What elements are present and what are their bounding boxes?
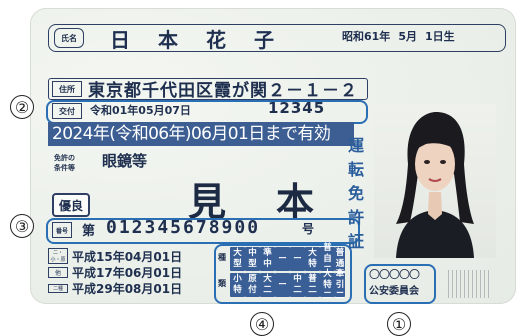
category-cell: ー: [290, 247, 305, 271]
category-cell: 大二: [260, 273, 275, 297]
category-cell: 大特: [305, 247, 320, 271]
side-title-char: 許: [347, 208, 364, 227]
history-row: 他 平成17年06月01日: [48, 264, 182, 280]
category-cell: 中二: [290, 273, 305, 297]
license-number-label: 番号: [52, 222, 72, 238]
expiry-band: 2024年(令和06年)06月01日まで有効: [48, 122, 354, 146]
category-cell: 大特二: [320, 269, 335, 301]
conditions-label-line1: 免許の: [54, 154, 75, 162]
side-title-char: 運: [347, 136, 364, 155]
license-number-suffix: 号: [302, 222, 315, 236]
name-row: [48, 24, 506, 52]
callout-2: ②: [10, 95, 34, 119]
category-cell: 準中: [260, 247, 275, 271]
address-value: 東京都千代田区霞が関２－１－２: [88, 81, 358, 101]
history-list: 二・小・原 平成15年04月01日 他 平成17年06月01日 二種 平成29年…: [48, 248, 182, 296]
category-label-top: 種: [218, 253, 226, 262]
history-row: 二種 平成29年08月01日: [48, 280, 182, 296]
address-row: [48, 78, 368, 100]
sample-text: 見 本: [188, 179, 321, 224]
category-cell: 原付: [245, 273, 260, 297]
name-value: 日 本 花 子: [110, 28, 278, 52]
history-label: 二種: [48, 283, 68, 293]
issue-date: 令和01年05月07日: [90, 104, 191, 117]
history-date: 平成17年06月01日: [72, 265, 183, 280]
history-label: 二・小・原: [48, 248, 68, 264]
license-card: 氏名 日 本 花 子 昭和61年 5月 1日生 住所 東京都千代田区霞が関２－１…: [30, 8, 516, 304]
seal-highlight: [364, 264, 436, 304]
category-cell: 普自二: [320, 243, 335, 275]
category-highlight: [214, 244, 352, 304]
side-title-char: 転: [347, 160, 364, 179]
category-cell: ー: [275, 247, 290, 271]
history-row: 二・小・原 平成15年04月01日: [48, 248, 182, 264]
birth-date: 昭和61年 5月 1日生: [342, 28, 455, 44]
history-label: 他: [48, 266, 68, 278]
history-date: 平成29年08月01日: [72, 281, 183, 296]
holder-photo: [374, 104, 496, 258]
category-label-bottom: 類: [218, 279, 226, 288]
birth-day: 1日生: [424, 30, 455, 43]
issue-number: 12345: [268, 99, 326, 117]
category-cell: 普通: [335, 247, 345, 271]
callout-3: ③: [10, 214, 34, 238]
callout-4: ④: [250, 312, 274, 336]
birth-era-year: 昭和61年: [342, 30, 391, 43]
category-cell: ー: [275, 273, 290, 297]
security-pattern: [448, 270, 492, 298]
name-label: 氏名: [54, 28, 84, 48]
portrait-icon: [396, 112, 474, 258]
expiry-value: 2024年(令和06年)06月01日まで有効: [52, 124, 331, 144]
callout-1: ①: [387, 312, 411, 336]
issue-label: 交付: [52, 103, 82, 119]
conditions-label-line2: 条件等: [54, 164, 75, 172]
category-cell: 小特: [230, 273, 245, 297]
license-number-highlight: [46, 218, 360, 244]
category-cell: 中型: [245, 247, 260, 271]
category-cell: 牽引二: [335, 268, 345, 301]
seal-circles: 〇〇〇〇〇: [369, 268, 420, 281]
license-number-prefix: 第: [82, 224, 96, 239]
conditions-value: 眼鏡等: [102, 152, 148, 170]
conditions-label: 免許の 条件等: [54, 153, 75, 173]
birth-month: 5月: [398, 30, 417, 43]
history-date: 平成15年04月01日: [72, 249, 183, 264]
address-label: 住所: [52, 81, 82, 97]
excellent-badge: 優良: [52, 193, 90, 217]
category-cell: 大型: [230, 247, 245, 271]
side-title-char: 証: [347, 232, 364, 251]
license-number-value: 012345678900: [106, 217, 261, 238]
seal-text: 公安委員会: [369, 286, 419, 297]
side-title-char: 免: [347, 184, 364, 203]
category-cell: 普二: [305, 273, 320, 297]
